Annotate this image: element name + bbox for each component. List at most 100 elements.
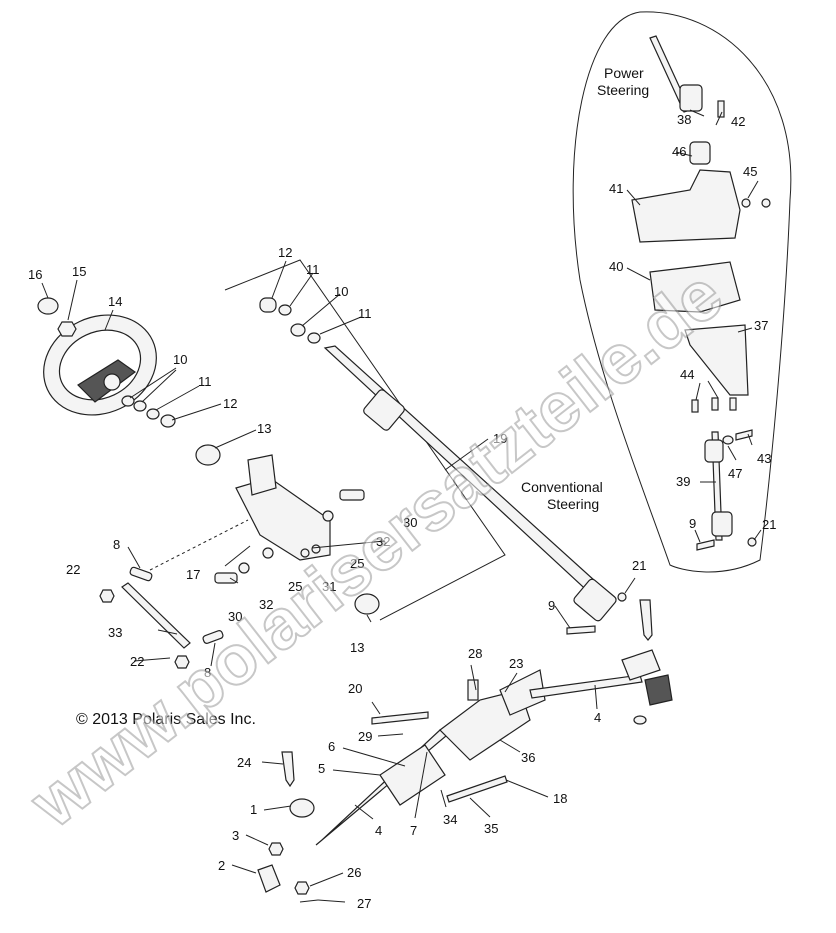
steering-rack: [315, 669, 643, 846]
callout-29: 29: [358, 729, 372, 744]
callout-18: 18: [553, 791, 567, 806]
washer-47: [722, 435, 734, 445]
callout-5: 5: [318, 761, 325, 776]
callout-8: 8: [113, 537, 120, 552]
bolt-43: [735, 429, 753, 441]
nut-right: [633, 715, 647, 725]
callout-34: 34: [443, 812, 457, 827]
callout-32b: 32: [259, 597, 273, 612]
u-joint-39-bottom: [711, 511, 733, 537]
callout-27: 27: [357, 896, 371, 911]
callout-2: 2: [218, 858, 225, 873]
callout-11b: 11: [306, 262, 320, 277]
callout-21b: 21: [762, 517, 776, 532]
callout-40: 40: [609, 259, 623, 274]
bushing-12-upper: [259, 297, 277, 313]
callout-4b: 4: [375, 823, 382, 838]
bolt-30-left: [214, 572, 238, 584]
conventional-steering-label-line1: Conventional: [521, 479, 603, 495]
column-bracket: [235, 454, 331, 561]
tie-rod-end-left: [289, 798, 315, 818]
bolt-24: [281, 751, 295, 788]
nut-45a: [741, 198, 751, 208]
callout-32: 32: [376, 534, 390, 549]
callout-37: 37: [754, 318, 768, 333]
washer-left-2: [133, 400, 147, 412]
intermediate-shaft: [323, 345, 617, 622]
callout-45: 45: [743, 164, 757, 179]
washer-25-left: [262, 547, 274, 559]
cotter-pin-27: [299, 899, 319, 903]
callout-31: 31: [322, 579, 336, 594]
bolt-9-center: [566, 625, 596, 635]
leader-dash-8: [149, 519, 249, 571]
steering-wheel: [43, 314, 157, 416]
callout-3: 3: [232, 828, 239, 843]
nut-21-center: [617, 592, 627, 602]
power-steering-outline: [572, 11, 792, 573]
callout-17: 17: [186, 567, 200, 582]
nut-26: [294, 881, 310, 895]
callout-42: 42: [731, 114, 745, 129]
nut-15: [57, 321, 77, 337]
bolt-42: [717, 100, 725, 118]
bearing-13-lower: [354, 593, 380, 615]
callout-30b: 30: [228, 609, 242, 624]
bolt-right-vertical: [639, 599, 653, 641]
callout-19: 19: [493, 431, 507, 446]
bolt-44c: [729, 397, 737, 411]
callout-22: 22: [66, 562, 80, 577]
callout-12: 12: [223, 396, 237, 411]
callout-47: 47: [728, 466, 742, 481]
tilt-cylinder: [99, 566, 224, 669]
bolt-30-right: [339, 489, 365, 501]
callout-4: 4: [594, 710, 601, 725]
callout-46: 46: [672, 144, 686, 159]
callout-11c: 11: [358, 306, 372, 321]
callout-21: 21: [632, 558, 646, 573]
callout-13: 13: [257, 421, 271, 436]
bolt-44b: [711, 397, 719, 411]
callout-12b: 12: [278, 245, 292, 260]
copyright-text: © 2013 Polaris Sales Inc.: [76, 711, 256, 728]
bolt-20: [371, 711, 429, 725]
conventional-steering-label-line2: Steering: [547, 496, 599, 512]
callout-16: 16: [28, 267, 42, 282]
spacer-32-left: [238, 562, 250, 574]
callout-39: 39: [676, 474, 690, 489]
callout-28: 28: [468, 646, 482, 661]
callout-6: 6: [328, 739, 335, 754]
callout-30: 30: [403, 515, 417, 530]
callout-22b: 22: [130, 654, 144, 669]
callout-1: 1: [250, 802, 257, 817]
callout-20: 20: [348, 681, 362, 696]
washer-10-upper: [290, 323, 306, 337]
u-joint-39-top: [704, 439, 724, 463]
bolt-9-power: [696, 539, 715, 551]
bracket-37: [684, 324, 749, 396]
nut-31: [300, 548, 310, 558]
bearing-13-upper: [195, 444, 221, 466]
callout-23: 23: [509, 656, 523, 671]
washer-25-right: [322, 510, 334, 522]
ball-joint-2: [257, 864, 281, 893]
bolt-35: [446, 775, 508, 803]
power-steering-label-line2: Steering: [597, 82, 649, 98]
washer-left-3: [146, 408, 160, 420]
boot-right: [644, 674, 673, 706]
callout-44: 44: [680, 367, 694, 382]
callout-15: 15: [72, 264, 86, 279]
u-joint-38: [679, 84, 703, 112]
callout-25b: 25: [350, 556, 364, 571]
power-steering-label-line1: Power: [604, 65, 644, 81]
callout-7: 7: [410, 823, 417, 838]
callout-labels: 16 15 14 10 11 12 13 12 11 10 11 19 8 22…: [28, 112, 776, 911]
callout-43: 43: [757, 451, 771, 466]
callout-36: 36: [521, 750, 535, 765]
washer-11-upper: [278, 304, 292, 316]
u-joint-46: [689, 141, 711, 165]
washer-stack-left: [121, 395, 135, 407]
pinion-top: [467, 679, 479, 701]
callout-10b: 10: [334, 284, 348, 299]
